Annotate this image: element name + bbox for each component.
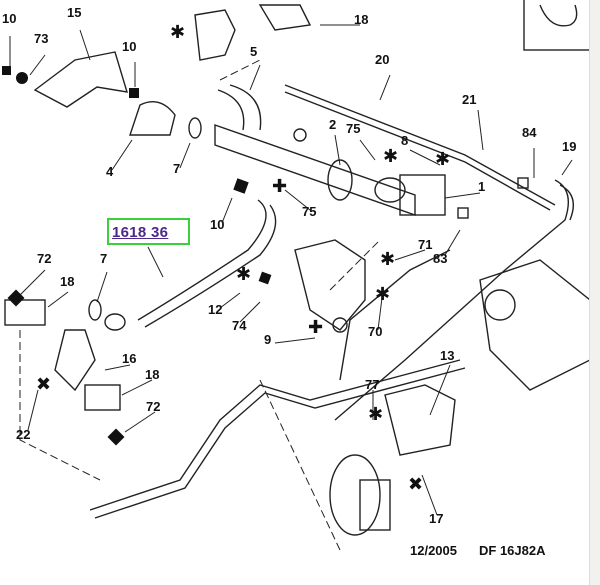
svg-text:✱: ✱ [375,284,390,305]
callout-label: 7 [100,251,108,266]
elbow-pipe [129,101,176,136]
callout-label: 20 [375,52,390,67]
callout-label: 73 [34,31,49,46]
svg-text:✚: ✚ [308,317,323,338]
egr-valve [399,174,446,216]
callout-label: 77 [365,377,380,392]
callout-label: 17 [429,511,444,526]
callout-label: 10 [2,11,17,26]
callout-label: 16 [122,351,137,366]
callout-label: 8 [401,133,409,148]
part-number-highlight[interactable]: 1618 36 [107,218,190,245]
svg-text:✱: ✱ [383,146,398,167]
callout-label: 9 [264,332,272,347]
callout-label: 72 [146,399,161,414]
diagram-date: 12/2005 [410,543,457,558]
fuel-lines [89,359,466,519]
callout-label: 70 [368,324,383,339]
svg-text:✖: ✖ [408,474,423,495]
part-number-link[interactable]: 1618 36 [112,224,169,241]
callout-label: 12 [208,302,223,317]
callout-label: 83 [433,251,448,266]
callout-label: 75 [302,204,317,219]
callout-label: 5 [250,44,258,59]
callout-label: 72 [37,251,52,266]
callout-label: 15 [67,5,82,20]
callout-label: 22 [16,427,31,442]
callout-label: 21 [462,92,477,107]
callout-label: 74 [232,318,247,333]
hose [137,199,277,328]
callout-label: 18 [145,367,160,382]
page-edge [589,0,600,585]
callout-label: 4 [106,164,114,179]
callout-label: 19 [562,139,577,154]
svg-text:✱: ✱ [368,404,383,425]
throttle-body [329,454,381,536]
svg-text:✱: ✱ [435,149,450,170]
svg-text:✚: ✚ [272,176,287,197]
callout-label: 84 [522,125,537,140]
heat-shield [33,51,128,108]
callout-label: 18 [354,12,369,27]
callout-label: 7 [173,161,181,176]
callout-label: 10 [210,217,225,232]
callout-label: 2 [329,117,337,132]
diagram-reference: DF 16J82A [479,543,546,558]
callout-label: 1 [478,179,486,194]
svg-text:✖: ✖ [36,374,51,395]
svg-text:✱: ✱ [236,264,251,285]
diagram-footer: 12/2005 DF 16J82A [410,543,545,558]
svg-text:✱: ✱ [380,249,395,270]
engine-block [479,259,591,391]
callout-label: 75 [346,121,361,136]
callout-label: 18 [60,274,75,289]
mounting-bracket [294,239,366,331]
svg-text:✱: ✱ [170,22,185,43]
callout-label: 10 [122,39,137,54]
bracket-13 [384,384,456,456]
callout-label: 13 [440,348,455,363]
callout-label: 71 [418,237,433,252]
